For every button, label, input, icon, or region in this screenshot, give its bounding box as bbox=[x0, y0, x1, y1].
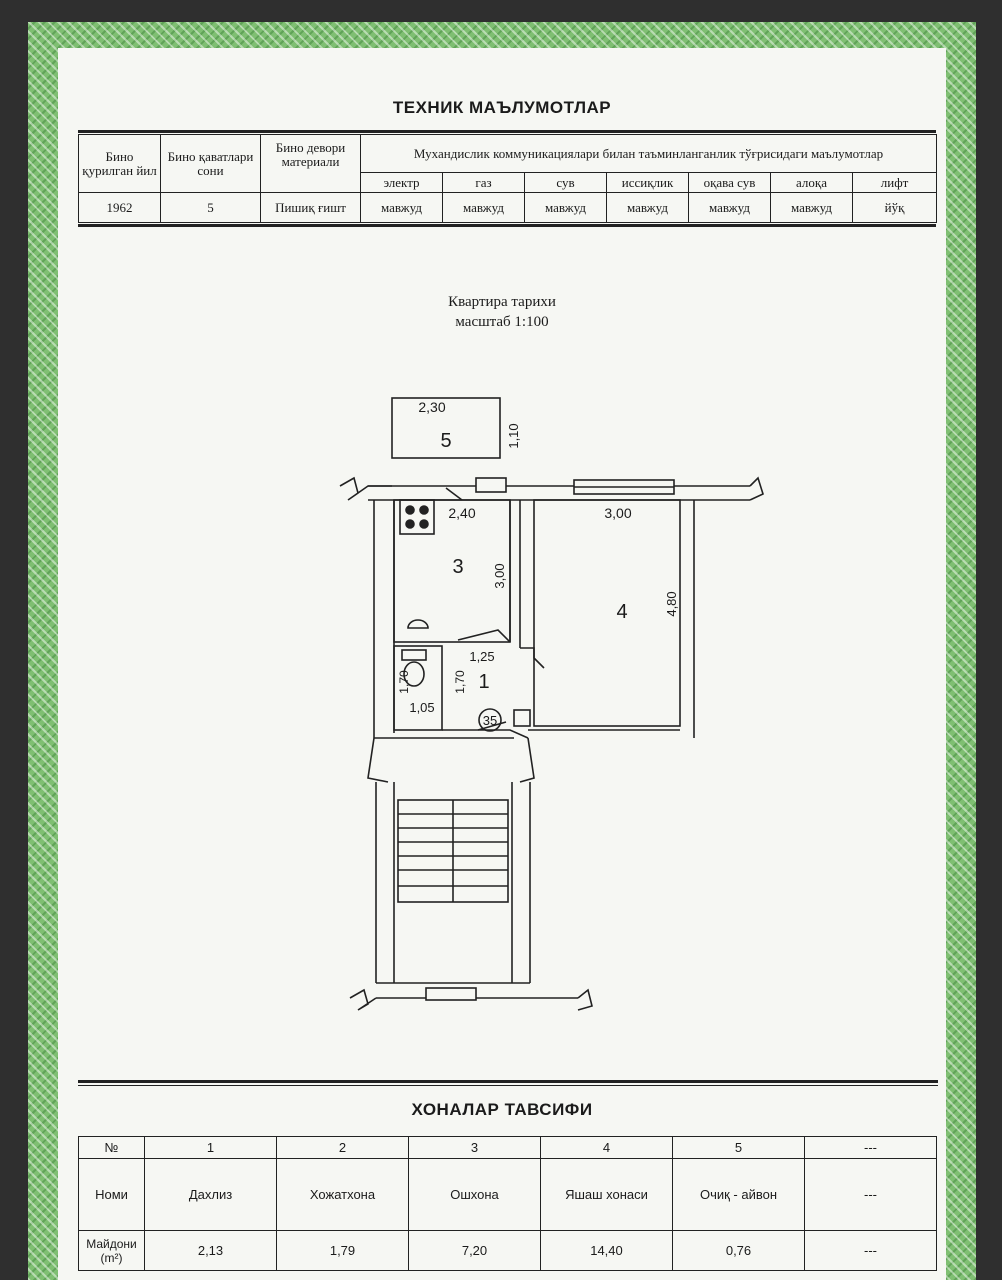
rooms-label-name: Номи bbox=[78, 1158, 145, 1231]
room-number-5: 5 bbox=[672, 1136, 805, 1159]
value-telecom: мавжуд bbox=[770, 192, 853, 223]
living-door bbox=[520, 647, 545, 669]
dim-2-30: 2,30 bbox=[418, 399, 445, 415]
rooms-header-no: № bbox=[78, 1136, 145, 1159]
wall-break-left bbox=[339, 476, 392, 501]
plan-title: Квартира тарихи bbox=[448, 294, 556, 310]
toilet-bowl bbox=[403, 661, 425, 687]
room-area-2: 1,79 bbox=[276, 1230, 409, 1271]
value-sewage: мавжуд bbox=[688, 192, 771, 223]
tech-table: Бино қурилган йил Бино қаватлари сони Би… bbox=[78, 134, 938, 223]
stove-burner bbox=[419, 519, 429, 529]
room-name-5: Очиқ - айвон bbox=[672, 1158, 805, 1231]
rooms-top-rule bbox=[78, 1080, 938, 1083]
dim-3-00-horizontal: 3,00 bbox=[604, 505, 631, 521]
landing-right bbox=[519, 737, 535, 783]
room-name-2: Хожатхона bbox=[276, 1158, 409, 1231]
col-material-header: Бино девори материали bbox=[260, 134, 361, 193]
rooms-label-area: Майдони (m²) bbox=[78, 1230, 145, 1271]
dim-1-10: 1,10 bbox=[506, 423, 521, 448]
hallway-door-arc bbox=[457, 629, 511, 643]
room-name-1: Дахлиз bbox=[144, 1158, 277, 1231]
hallway-bottom bbox=[442, 729, 529, 739]
value-elevator: йўқ bbox=[851, 192, 938, 223]
landing-left bbox=[367, 737, 389, 783]
toilet-tank bbox=[401, 649, 427, 661]
room-1-label: 1 bbox=[478, 671, 489, 693]
col-year-header: Бино қурилган йил bbox=[78, 134, 161, 193]
balcony-door bbox=[475, 477, 507, 493]
balcony-outline bbox=[391, 397, 501, 459]
bottom-break-right bbox=[577, 988, 593, 1011]
bathroom-outline bbox=[393, 645, 443, 731]
room-4-label: 4 bbox=[616, 601, 627, 623]
value-material: Пишиқ ғишт bbox=[260, 192, 361, 223]
room-5-label: 5 bbox=[440, 430, 451, 452]
apartment-number-circle bbox=[478, 708, 502, 732]
plan-title-block: Квартира тарихи масштаб 1:100 bbox=[58, 292, 946, 332]
floor-plan: 2,30 5 1,10 2,40 3 3,00 3,00 4 4,80 1,25… bbox=[339, 397, 764, 1011]
stove-burner bbox=[405, 519, 415, 529]
dim-1-25: 1,25 bbox=[469, 649, 494, 664]
rooms-table: № 1 2 3 4 5 --- Номи Дахлиз Хожатхона Ош… bbox=[78, 1136, 937, 1271]
room-area-1: 2,13 bbox=[144, 1230, 277, 1271]
dim-1-70-bathroom: 1,70 bbox=[397, 670, 411, 694]
room-name-6: --- bbox=[804, 1158, 937, 1231]
apartment-number: 35 bbox=[483, 713, 497, 728]
wall-break-right bbox=[749, 476, 764, 501]
rooms-section-title: ХОНАЛАР ТАВСИФИ bbox=[411, 1100, 593, 1119]
living-room-outline bbox=[533, 499, 681, 727]
value-heating: мавжуд bbox=[606, 192, 689, 223]
sink bbox=[407, 619, 429, 629]
stove-burner bbox=[405, 505, 415, 515]
dim-2-40: 2,40 bbox=[448, 505, 475, 521]
value-gas: мавжуд bbox=[442, 192, 525, 223]
room-number-2: 2 bbox=[276, 1136, 409, 1159]
dim-1-05: 1,05 bbox=[409, 700, 434, 715]
comm-col-electric: электр bbox=[360, 172, 443, 193]
tech-section-title: ТЕХНИК МАЪЛУМОТЛАР bbox=[392, 98, 612, 117]
tech-bottom-rule bbox=[78, 224, 936, 227]
room-number-6: --- bbox=[804, 1136, 937, 1159]
plan-scale: масштаб 1:100 bbox=[455, 314, 549, 330]
comm-header: Мухандислик коммуникациялари билан таъми… bbox=[359, 134, 938, 173]
stair-window bbox=[425, 987, 477, 1001]
room-number-1: 1 bbox=[144, 1136, 277, 1159]
column bbox=[513, 709, 531, 727]
certificate-page: ТЕХНИК МАЪЛУМОТЛАР Бино қурилган йил Бин… bbox=[28, 22, 976, 1280]
dim-3-00-vertical: 3,00 bbox=[492, 563, 507, 588]
room-area-5: 0,76 bbox=[672, 1230, 805, 1271]
tech-top-rule bbox=[78, 130, 936, 133]
room-area-3: 7,20 bbox=[408, 1230, 541, 1271]
certificate-inner: ТЕХНИК МАЪЛУМОТЛАР Бино қурилган йил Бин… bbox=[58, 48, 946, 1280]
dim-4-80: 4,80 bbox=[664, 591, 679, 616]
rooms-top-rule-thin bbox=[78, 1085, 938, 1086]
room-name-3: Ошхона bbox=[408, 1158, 541, 1231]
room-3-label: 3 bbox=[452, 556, 463, 578]
stove bbox=[399, 499, 435, 535]
kitchen-door bbox=[445, 487, 463, 501]
comm-col-telecom: алоқа bbox=[770, 172, 853, 193]
dim-1-70-hallway: 1,70 bbox=[453, 670, 467, 694]
value-electric: мавжуд bbox=[360, 192, 443, 223]
bottom-break-left bbox=[349, 988, 377, 1011]
room-area-6: --- bbox=[804, 1230, 937, 1271]
stove-burner bbox=[419, 505, 429, 515]
room-number-3: 3 bbox=[408, 1136, 541, 1159]
room-number-4: 4 bbox=[540, 1136, 673, 1159]
room-area-4: 14,40 bbox=[540, 1230, 673, 1271]
room-name-4: Яшаш хонаси bbox=[540, 1158, 673, 1231]
value-water: мавжуд bbox=[524, 192, 607, 223]
